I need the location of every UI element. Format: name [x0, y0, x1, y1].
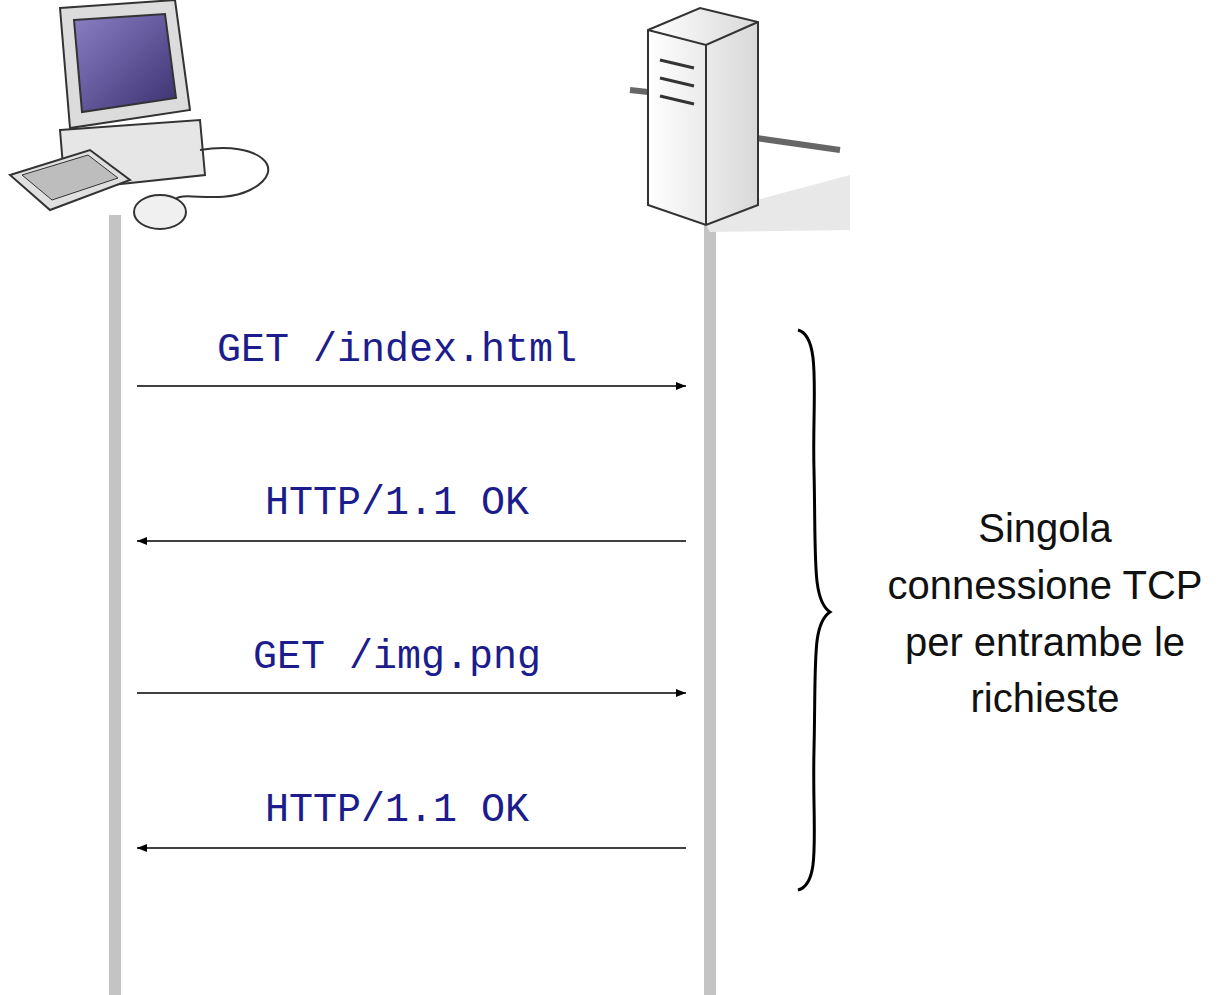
- brace-note: Singola connessione TCP per entrambe le …: [885, 500, 1205, 727]
- message-label: GET /index.html: [217, 328, 577, 373]
- request-arrow: [137, 692, 686, 694]
- server-lifeline: [704, 225, 716, 995]
- computer-icon: [10, 0, 268, 229]
- client-lifeline: [109, 215, 121, 995]
- server-icon: [630, 8, 850, 232]
- response-arrow: [137, 847, 686, 849]
- request-arrow: [137, 385, 686, 387]
- curly-brace: [798, 330, 830, 890]
- message-label: HTTP/1.1 OK: [265, 788, 529, 833]
- response-arrow: [137, 540, 686, 542]
- message-label: GET /img.png: [253, 635, 541, 680]
- message-label: HTTP/1.1 OK: [265, 481, 529, 526]
